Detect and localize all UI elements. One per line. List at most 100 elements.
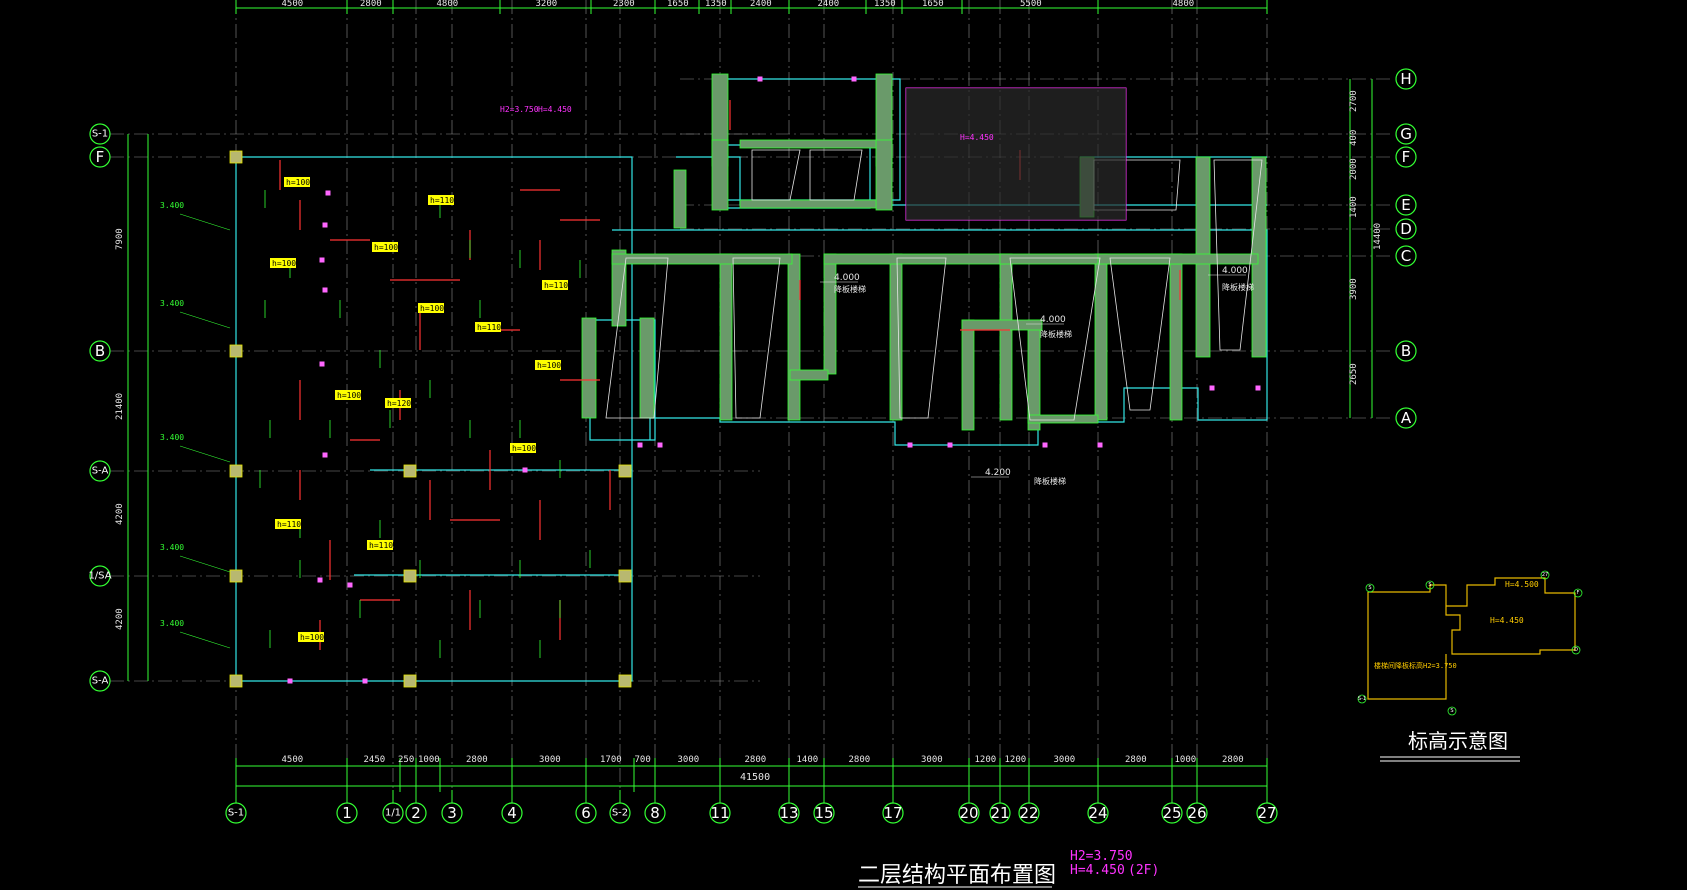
wall-segment-3 bbox=[875, 139, 893, 211]
anchor-18 bbox=[1255, 385, 1261, 391]
axis-bubble-left-2 bbox=[89, 340, 111, 362]
axis-bubble-left-0 bbox=[89, 123, 111, 145]
column-9 bbox=[618, 569, 632, 583]
legend-bubble-label-2: F bbox=[1577, 590, 1580, 596]
elevation-note-3: 4.200 bbox=[985, 468, 1011, 478]
axis-label-bottom-1: 1 bbox=[342, 804, 352, 822]
anchor-15 bbox=[1042, 442, 1048, 448]
legend-bubble-4 bbox=[1540, 570, 1550, 580]
stair-outline-8 bbox=[809, 149, 863, 201]
slab-tag-text-8: h=100 bbox=[337, 391, 361, 400]
axis-bubble-right-0 bbox=[1395, 68, 1417, 90]
anchor-17 bbox=[1209, 385, 1215, 391]
anchor-5 bbox=[322, 452, 328, 458]
axis-label-left-4: 1/SA bbox=[88, 571, 111, 582]
slab-tag-text-9: h=120 bbox=[387, 399, 411, 408]
slab-tag-text-12: h=110 bbox=[369, 541, 393, 550]
axis-label-right-7: A bbox=[1401, 409, 1412, 427]
magenta-note-2: H=4.450 bbox=[960, 133, 994, 142]
top-dim-0: 4500 bbox=[282, 0, 304, 9]
slab-tag-box-2 bbox=[428, 195, 454, 205]
axis-label-right-2: F bbox=[1402, 148, 1411, 166]
legend-bubble-label-1: S bbox=[1428, 582, 1431, 588]
axis-label-bottom-6: 6 bbox=[581, 804, 591, 822]
column-6 bbox=[403, 569, 417, 583]
slab-tag-text-1: h=100 bbox=[374, 243, 398, 252]
top-dim-8: 2400 bbox=[818, 0, 840, 9]
legend-bubble-label-4: 27 bbox=[1542, 572, 1548, 578]
slab-tag-box-3 bbox=[270, 258, 296, 268]
wall-segment-23 bbox=[1097, 253, 1259, 265]
axis-label-bottom-12: 17 bbox=[883, 804, 902, 822]
bottom-dim-5: 3000 bbox=[539, 755, 561, 765]
axis-label-left-3: S-A bbox=[92, 466, 109, 477]
wall-segment-24 bbox=[739, 139, 877, 149]
slab-tag-text-7: h=100 bbox=[537, 361, 561, 370]
legend-bubble-label-0: S bbox=[1368, 585, 1371, 591]
column-5 bbox=[403, 464, 417, 478]
left-note-4: 3.400 bbox=[160, 619, 184, 628]
level-floor-tag: (2F) bbox=[1128, 863, 1159, 878]
legend-note: 楼梯间降板标高H2=3.750 bbox=[1374, 661, 1457, 670]
legend-bubble-2 bbox=[1573, 588, 1583, 598]
axis-label-left-0: S-1 bbox=[92, 129, 108, 140]
slab-tag-box-9 bbox=[385, 398, 411, 408]
top-dim-2: 4800 bbox=[437, 0, 459, 9]
elevation-note-2: 4.000 bbox=[1222, 266, 1248, 276]
axis-bubble-right-7 bbox=[1395, 407, 1417, 429]
anchor-12 bbox=[637, 442, 643, 448]
elevation-note-1: 4.000 bbox=[1040, 315, 1066, 325]
beams-layer bbox=[581, 73, 1267, 431]
axis-label-left-5: S-A bbox=[92, 676, 109, 687]
wall-outline-4 bbox=[713, 78, 901, 201]
top-dim-10: 1650 bbox=[922, 0, 944, 9]
axis-bubble-right-6 bbox=[1395, 340, 1417, 362]
axis-label-bottom-10: 13 bbox=[779, 804, 798, 822]
anchor-14 bbox=[947, 442, 953, 448]
anchor-10 bbox=[362, 678, 368, 684]
axis-label-right-1: G bbox=[1400, 125, 1412, 143]
bottom-dim-17: 1000 bbox=[1175, 755, 1197, 765]
column-7 bbox=[403, 674, 417, 688]
slab-tag-text-0: h=100 bbox=[286, 178, 310, 187]
bottom-dim-7: 700 bbox=[635, 755, 651, 765]
wall-segment-13 bbox=[999, 253, 1013, 421]
axis-label-bottom-17: 25 bbox=[1162, 804, 1181, 822]
legend-bubble-label-3: D bbox=[1574, 647, 1578, 653]
anchor-20 bbox=[851, 76, 857, 82]
axis-label-bottom-2: 1/1 bbox=[385, 808, 401, 819]
left-dim-0: 7900 bbox=[115, 228, 125, 250]
legend-bubble-label-5: S bbox=[1450, 708, 1453, 714]
axis-label-bottom-8: 8 bbox=[650, 804, 660, 822]
slab-tag-box-7 bbox=[535, 360, 561, 370]
anchor-16 bbox=[1097, 442, 1103, 448]
right-dim-3: 1400 bbox=[1349, 196, 1359, 218]
wall-segment-10 bbox=[823, 253, 837, 375]
stair-outline-0 bbox=[605, 257, 669, 419]
legend-bubble-label-6: S-1 bbox=[1358, 696, 1366, 702]
wall-outline-6 bbox=[717, 144, 871, 209]
bottom-dim-8: 3000 bbox=[678, 755, 700, 765]
bottom-dim-13: 1200 bbox=[975, 755, 997, 765]
left-note-leader-3 bbox=[179, 555, 231, 573]
side-dimension-text: 7900214004200420027004002000140039002650… bbox=[115, 90, 1383, 630]
top-dim-9: 1350 bbox=[874, 0, 896, 9]
slab-tag-box-13 bbox=[298, 632, 324, 642]
level-h2: H2=3.750 bbox=[1070, 849, 1133, 864]
stair-outline-1 bbox=[732, 257, 781, 419]
bottom-dim-6: 1700 bbox=[600, 755, 622, 765]
legend-elev-b: H=4.450 bbox=[1490, 616, 1524, 625]
wall-outline-0 bbox=[235, 156, 633, 682]
axis-label-bottom-3: 2 bbox=[411, 804, 421, 822]
bottom-dim-16: 2800 bbox=[1125, 755, 1147, 765]
column-3 bbox=[229, 569, 243, 583]
slab-thickness-tags: h=100h=100h=110h=100h=100h=110h=110h=100… bbox=[270, 177, 568, 642]
stair-outline-7 bbox=[751, 149, 801, 201]
bottom-dim-10: 1400 bbox=[797, 755, 819, 765]
anchor-11 bbox=[657, 442, 663, 448]
column-1 bbox=[229, 344, 243, 358]
anchor-1 bbox=[322, 222, 328, 228]
wall-segment-4 bbox=[673, 169, 687, 229]
